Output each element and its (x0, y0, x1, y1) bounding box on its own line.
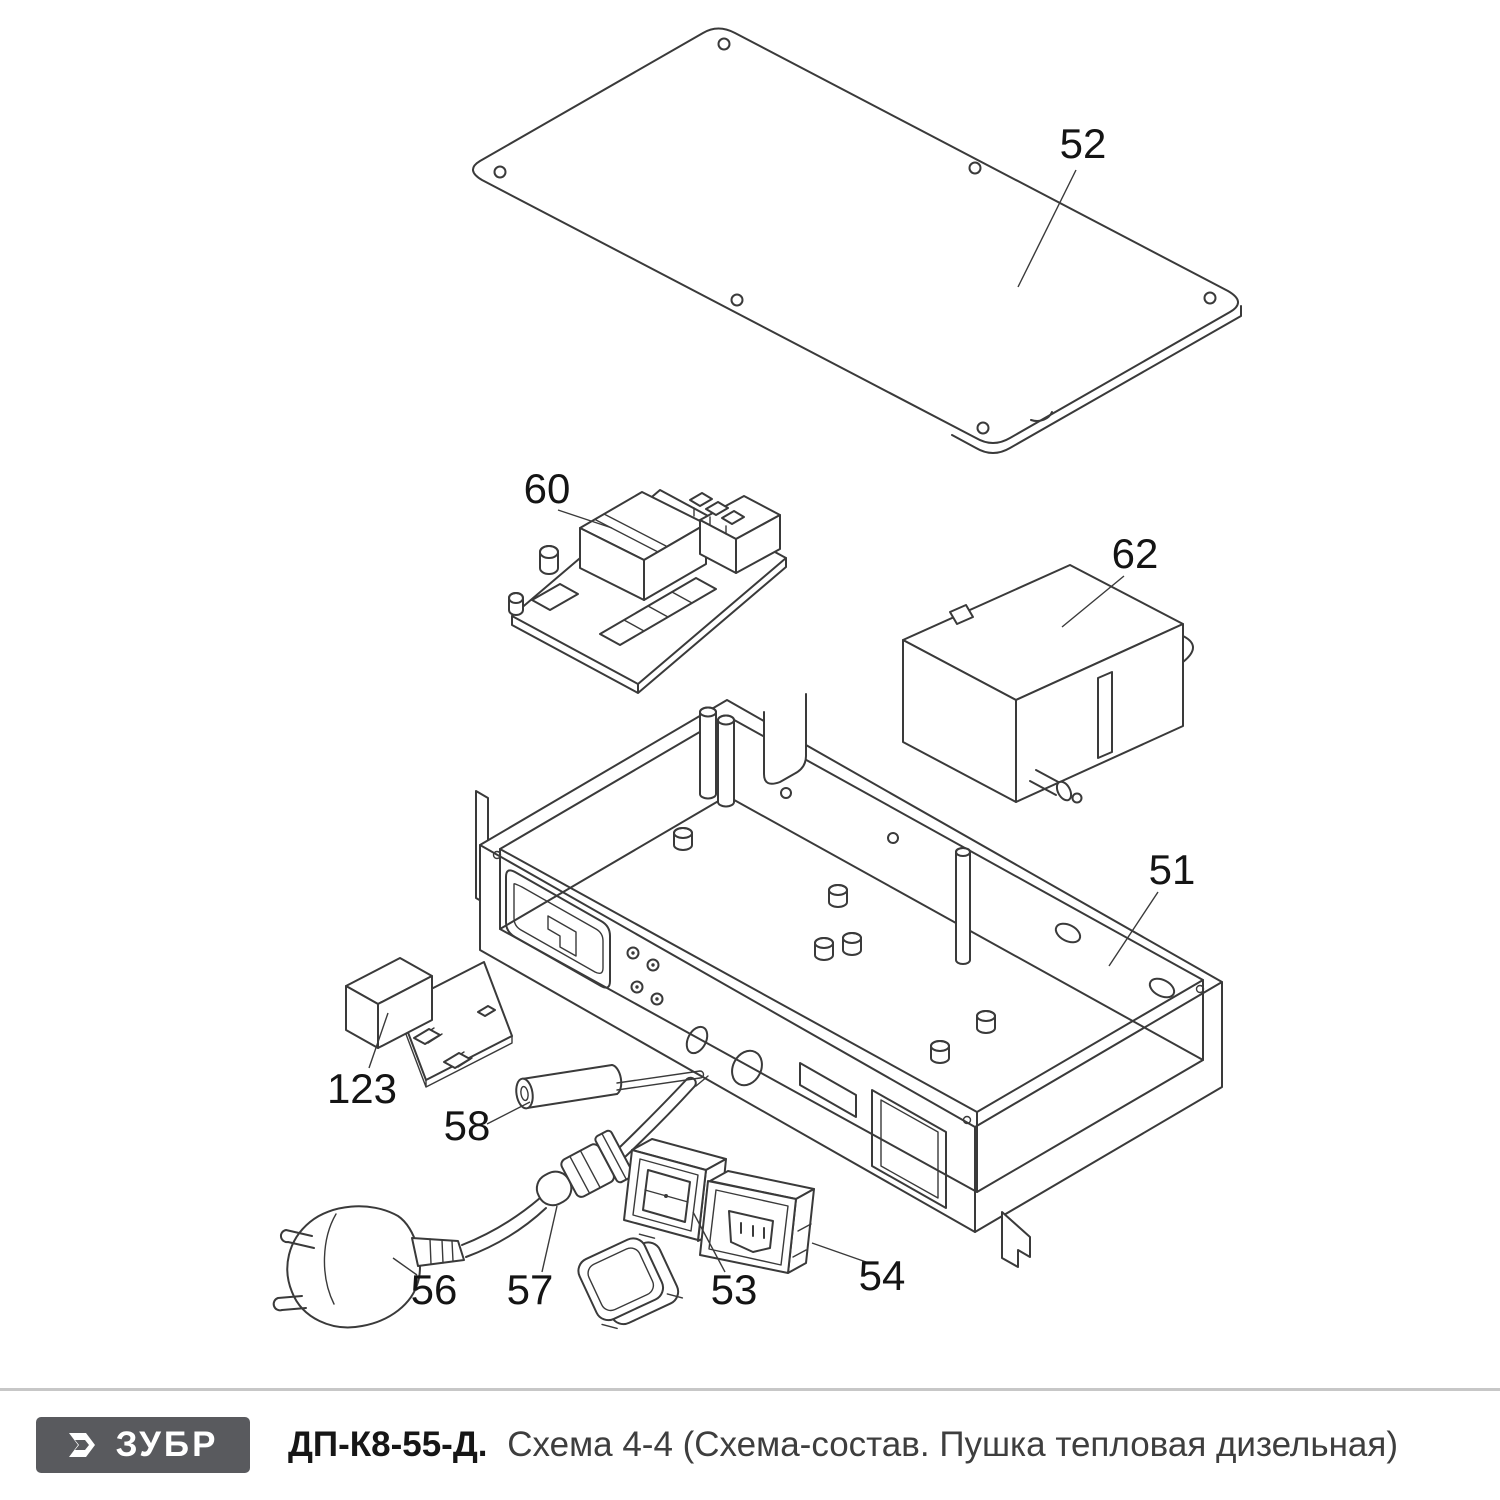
brand-name: ЗУБР (115, 1425, 219, 1464)
part-54-power-socket (699, 1170, 815, 1274)
part-label-51: 51 (1149, 846, 1196, 893)
part-label-56: 56 (411, 1266, 458, 1313)
footer: ЗУБР ДП-К8-55-Д. Схема 4-4 (Схема-состав… (0, 1388, 1500, 1473)
part-60-control-pcb (508, 489, 787, 694)
model-number: ДП-К8-55-Д. (288, 1425, 488, 1464)
part-label-57: 57 (507, 1266, 554, 1313)
part-label-60: 60 (524, 465, 571, 512)
part-label-53: 53 (711, 1266, 758, 1313)
part-label-58: 58 (444, 1102, 491, 1149)
part-label-52: 52 (1060, 120, 1107, 167)
part-number-labels: 52 60 62 51 123 58 57 56 53 54 (327, 120, 1195, 1313)
schema-description: Схема 4-4 (Схема-состав. Пушка тепловая … (507, 1425, 1398, 1464)
part-label-54: 54 (859, 1252, 906, 1299)
part-52-top-cover (472, 27, 1242, 454)
part-51-chassis (475, 693, 1223, 1268)
exploded-view-diagram: 52 60 62 51 123 58 57 56 53 54 (272, 27, 1242, 1330)
part-123-switch-board (345, 957, 513, 1088)
part-53-switch-cap (577, 1233, 684, 1330)
brand-logo: ЗУБР (36, 1417, 250, 1473)
part-label-123: 123 (327, 1065, 397, 1112)
part-62-pump-unit (902, 564, 1194, 804)
brand-arrow-icon (68, 1433, 95, 1457)
leader-lines (368, 169, 1159, 1276)
part-label-62: 62 (1112, 530, 1159, 577)
footer-divider (0, 1388, 1500, 1391)
part-56-power-plug (272, 1197, 547, 1329)
footer-title: ДП-К8-55-Д. Схема 4-4 (Схема-состав. Пуш… (288, 1425, 1398, 1465)
part-57-cable-gland (535, 1075, 709, 1207)
part-58-capacitor (515, 1064, 705, 1110)
